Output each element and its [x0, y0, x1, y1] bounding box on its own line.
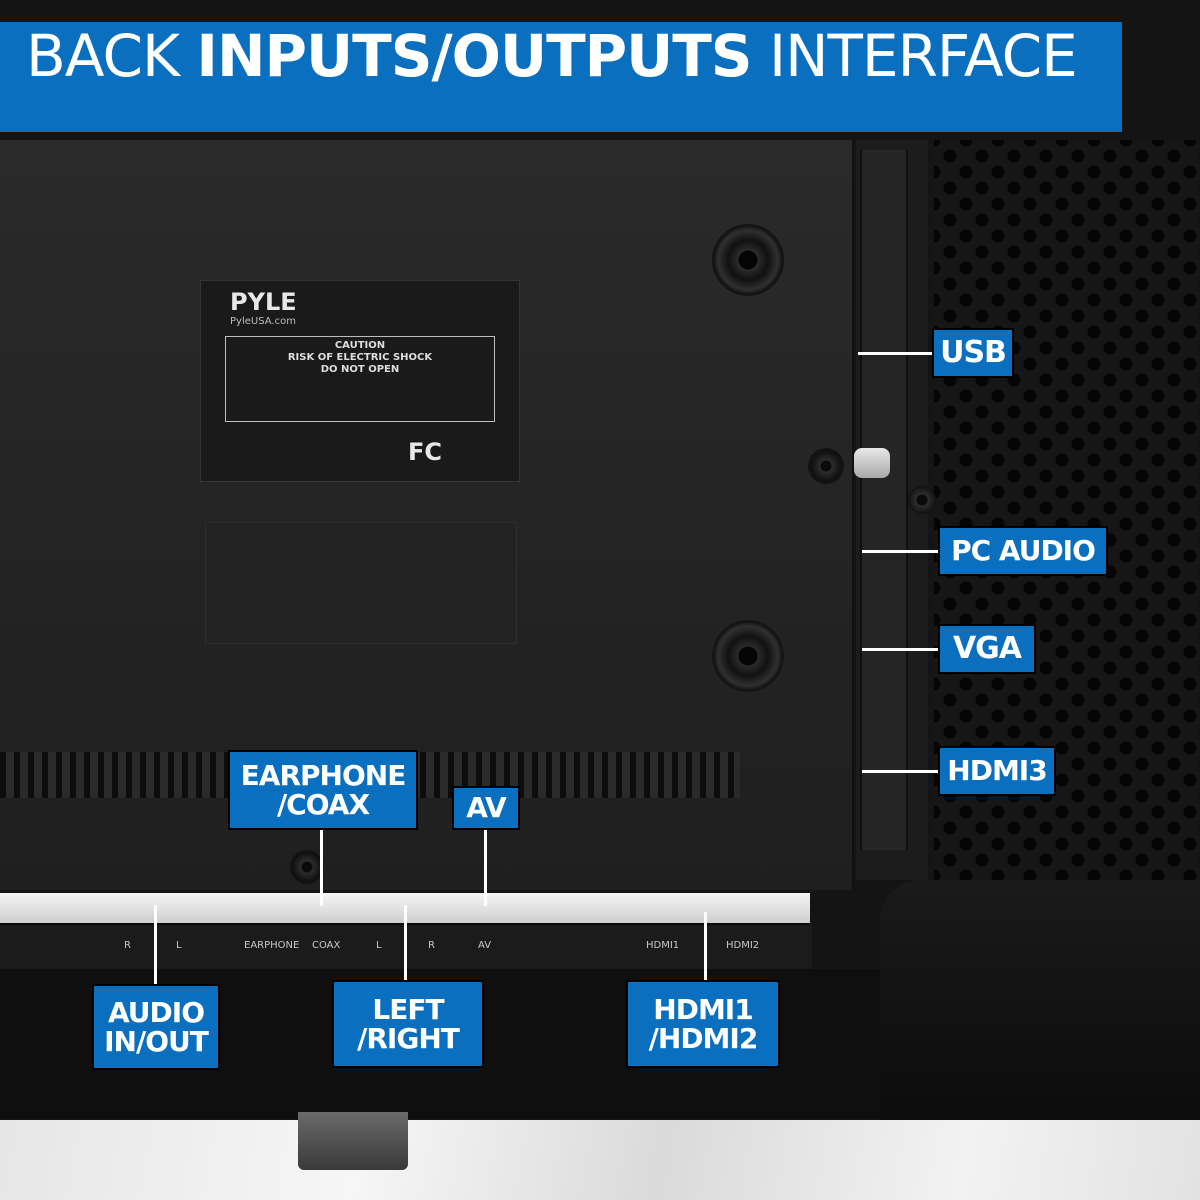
- rating-label: [200, 280, 520, 482]
- line-audio: [154, 905, 157, 985]
- line-usb: [858, 352, 934, 355]
- line-vga: [862, 648, 940, 651]
- port-label-earphone: EARPHONE: [244, 940, 300, 951]
- port-label-audio-l: L: [176, 940, 182, 951]
- secondary-label: [205, 522, 517, 644]
- callout-pc-audio: PC AUDIO: [938, 526, 1108, 576]
- rf-antenna-jack: [854, 448, 890, 478]
- header-banner: [0, 22, 1122, 132]
- title-inputs-outputs: INPUTS/OUTPUTS: [196, 22, 752, 90]
- caution-box: [225, 336, 495, 422]
- brand-website: PyleUSA.com: [230, 316, 296, 327]
- line-pc-audio: [862, 550, 940, 553]
- port-label-av: AV: [478, 940, 492, 951]
- caution-text: CAUTION RISK OF ELECTRIC SHOCK DO NOT OP…: [287, 340, 433, 375]
- port-label-right: R: [428, 940, 435, 951]
- tv-foot: [298, 1112, 408, 1170]
- callout-left-right: LEFT /RIGHT: [332, 980, 484, 1068]
- port-label-hdmi2: HDMI2: [726, 940, 760, 951]
- brand-logo: PYLE: [230, 288, 297, 316]
- callout-usb: USB: [932, 328, 1014, 378]
- line-left-right: [404, 905, 407, 981]
- callout-hdmi1-hdmi2: HDMI1 /HDMI2: [626, 980, 780, 1068]
- callout-earphone-coax: EARPHONE /COAX: [228, 750, 418, 830]
- side-port-slot: [860, 150, 908, 850]
- title-back: BACK: [26, 22, 197, 90]
- mount-screw-top: [712, 224, 784, 296]
- marble-surface: [0, 1120, 1200, 1200]
- fcc-mark: FC: [408, 438, 443, 466]
- line-hdmi: [704, 912, 707, 980]
- screw-side-lower: [908, 486, 936, 514]
- line-earphone-coax: [320, 824, 323, 906]
- port-label-hdmi1: HDMI1: [646, 940, 680, 951]
- port-label-left: L: [376, 940, 382, 951]
- callout-audio-in-out: AUDIO IN/OUT: [92, 984, 220, 1070]
- port-label-audio-r: R: [124, 940, 131, 951]
- callout-av: AV: [452, 786, 520, 830]
- screw-bottom-mid: [290, 850, 324, 884]
- port-label-coax: COAX: [312, 940, 341, 951]
- callout-vga: VGA: [938, 624, 1036, 674]
- title-interface: INTERFACE: [751, 22, 1078, 90]
- page-title: BACK INPUTS/OUTPUTS INTERFACE: [26, 24, 1106, 88]
- callout-hdmi3: HDMI3: [938, 746, 1056, 796]
- line-hdmi3: [862, 770, 940, 773]
- tv-stand: [880, 880, 1200, 1120]
- screw-side: [808, 448, 844, 484]
- line-av: [484, 824, 487, 906]
- mount-screw-bottom: [712, 620, 784, 692]
